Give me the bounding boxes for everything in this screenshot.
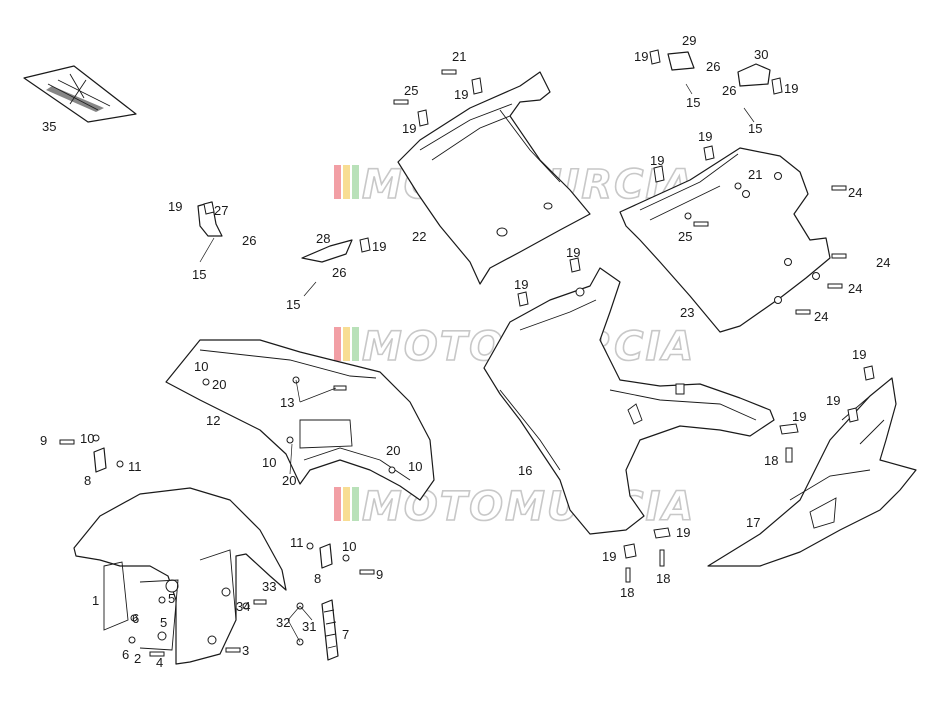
callout-21-right: 21 bbox=[748, 167, 762, 182]
callout-27: 27 bbox=[214, 203, 228, 218]
part-35-decal bbox=[23, 65, 137, 123]
callout-24-c: 24 bbox=[848, 281, 862, 296]
callout-10-b: 10 bbox=[262, 455, 276, 470]
callout-15-c: 15 bbox=[192, 267, 206, 282]
callout-10-d: 10 bbox=[80, 431, 94, 446]
callout-25-top: 25 bbox=[404, 83, 418, 98]
callout-17: 17 bbox=[746, 515, 760, 530]
callout-6-b: 6 bbox=[122, 647, 129, 662]
callout-20-c: 20 bbox=[282, 473, 296, 488]
callout-18-b: 18 bbox=[656, 571, 670, 586]
callout-1: 1 bbox=[92, 593, 99, 608]
callout-9-b: 9 bbox=[376, 567, 383, 582]
part-22-upper-left-fairing bbox=[397, 71, 591, 285]
callout-15-a: 15 bbox=[686, 95, 700, 110]
callout-30: 30 bbox=[754, 47, 768, 62]
callout-18-c: 18 bbox=[620, 585, 634, 600]
callout-19-b: 19 bbox=[402, 121, 416, 136]
callout-19-k: 19 bbox=[852, 347, 866, 362]
callout-15-b: 15 bbox=[748, 121, 762, 136]
callout-19-d: 19 bbox=[784, 81, 798, 96]
callout-31: 31 bbox=[302, 619, 316, 634]
callout-22: 22 bbox=[412, 229, 426, 244]
callout-19-l: 19 bbox=[826, 393, 840, 408]
watermark-bottom: MOTOMURCIA bbox=[334, 483, 694, 531]
callout-18-a: 18 bbox=[764, 453, 778, 468]
callout-9-a: 9 bbox=[40, 433, 47, 448]
callout-3: 3 bbox=[242, 643, 249, 658]
callout-35: 35 bbox=[42, 119, 56, 134]
callout-10-e: 10 bbox=[342, 539, 356, 554]
callout-24-b: 24 bbox=[876, 255, 890, 270]
callout-16: 16 bbox=[518, 463, 532, 478]
callout-23: 23 bbox=[680, 305, 694, 320]
callout-19-o: 19 bbox=[602, 549, 616, 564]
callout-19-i: 19 bbox=[566, 245, 580, 260]
part-8-bracket-left bbox=[93, 447, 107, 473]
callout-15-d: 15 bbox=[286, 297, 300, 312]
callout-26-c: 26 bbox=[242, 233, 256, 248]
callout-21-top: 21 bbox=[452, 49, 466, 64]
callout-24-a: 24 bbox=[848, 185, 862, 200]
callout-11-b: 11 bbox=[290, 535, 304, 550]
callout-19-n: 19 bbox=[676, 525, 690, 540]
callout-28: 28 bbox=[316, 231, 330, 246]
callout-26-d: 26 bbox=[332, 265, 346, 280]
part-7-reflector bbox=[321, 599, 339, 661]
part-1-front-mudguard bbox=[73, 487, 287, 665]
callout-26-b: 26 bbox=[722, 83, 736, 98]
part-30-bracket bbox=[737, 63, 771, 87]
callout-33: 33 bbox=[262, 579, 276, 594]
callout-7: 7 bbox=[342, 627, 349, 642]
bolts bbox=[59, 69, 847, 657]
callout-10-a: 10 bbox=[194, 359, 208, 374]
part-17-lower-right-belly-pan bbox=[707, 377, 917, 567]
callout-5-b: 5 bbox=[160, 615, 167, 630]
part-23-upper-right-fairing bbox=[619, 147, 831, 333]
callout-13: 13 bbox=[280, 395, 294, 410]
callout-19-g: 19 bbox=[168, 199, 182, 214]
leader-lines bbox=[199, 83, 755, 643]
callout-11-a: 11 bbox=[128, 459, 142, 474]
part-16-central-body-panel bbox=[483, 267, 775, 535]
callout-19-h: 19 bbox=[372, 239, 386, 254]
callout-4: 4 bbox=[156, 655, 163, 670]
callout-20-b: 20 bbox=[386, 443, 400, 458]
callout-34: 34 bbox=[236, 599, 250, 614]
callout-5-a: 5 bbox=[168, 591, 175, 606]
callout-10-c: 10 bbox=[408, 459, 422, 474]
callout-labels: 35 21 25 19 19 22 29 19 26 15 30 19 26 1… bbox=[40, 33, 890, 670]
callout-29: 29 bbox=[682, 33, 696, 48]
callout-8-b: 8 bbox=[314, 571, 321, 586]
callout-6-a: 6 bbox=[132, 611, 139, 626]
callout-19-a: 19 bbox=[454, 87, 468, 102]
callout-19-m: 19 bbox=[792, 409, 806, 424]
callout-20-a: 20 bbox=[212, 377, 226, 392]
part-28-bracket bbox=[301, 239, 353, 263]
callout-19-c: 19 bbox=[634, 49, 648, 64]
callout-25-right: 25 bbox=[678, 229, 692, 244]
callout-8-a: 8 bbox=[84, 473, 91, 488]
clip-nuts bbox=[203, 49, 875, 559]
callout-19-e: 19 bbox=[698, 129, 712, 144]
part-8-bracket-right bbox=[319, 543, 333, 569]
callout-19-f: 19 bbox=[650, 153, 664, 168]
part-29-bracket bbox=[667, 51, 695, 71]
callout-24-d: 24 bbox=[814, 309, 828, 324]
callout-12: 12 bbox=[206, 413, 220, 428]
callout-19-j: 19 bbox=[514, 277, 528, 292]
callout-2: 2 bbox=[134, 651, 141, 666]
callout-32: 32 bbox=[276, 615, 290, 630]
callout-26-a: 26 bbox=[706, 59, 720, 74]
